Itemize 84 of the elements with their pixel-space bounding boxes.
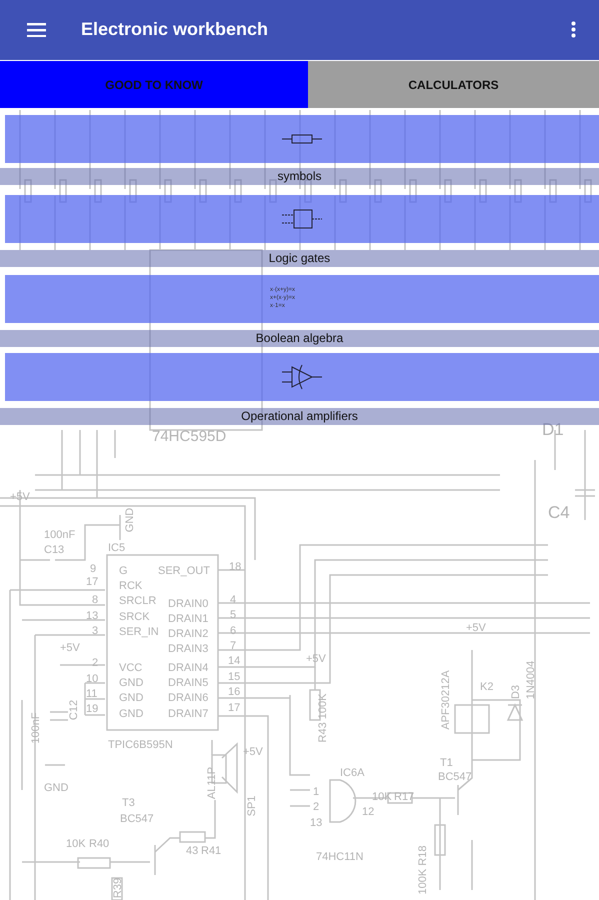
- pin-number: 2: [92, 657, 98, 669]
- part-label: D3: [510, 684, 522, 700]
- part-label: BC547: [120, 813, 154, 825]
- part-label: T3: [122, 797, 135, 809]
- part-label: 100nF: [30, 712, 42, 744]
- part-label: IC6A: [340, 767, 364, 779]
- part-label: DRAIN5: [168, 677, 208, 689]
- part-label: TPIC6B595N: [108, 739, 173, 751]
- tile-caption: Logic gates: [268, 250, 330, 267]
- pin-number: 9: [90, 563, 96, 575]
- pin-number: 17: [228, 702, 240, 714]
- part-label: 10K: [372, 791, 392, 803]
- pin-number: 12: [362, 806, 374, 818]
- part-label: DRAIN3: [168, 643, 208, 655]
- part-label: R43 100K: [317, 694, 329, 742]
- part-label: DRAIN6: [168, 692, 208, 704]
- pin-number: 11: [86, 688, 98, 700]
- pin-number: 5: [230, 609, 236, 621]
- part-label: SP1: [246, 796, 258, 816]
- part-label: IC5: [108, 542, 126, 554]
- tile-caption: symbols: [278, 168, 322, 185]
- part-label: C4: [548, 503, 570, 522]
- tile-caption: Operational amplifiers: [241, 408, 358, 425]
- part-label: 74HC11N: [316, 851, 364, 863]
- part-label: +5V: [10, 491, 30, 503]
- pin-number: 15: [228, 671, 240, 683]
- pin-number: 2: [313, 801, 320, 813]
- part-label: D1: [542, 420, 564, 439]
- part-label: T1: [440, 757, 453, 769]
- part-label: VCC: [119, 662, 142, 674]
- part-label: K2: [480, 681, 494, 693]
- part-label: R41: [201, 845, 222, 857]
- part-label: APF30212A: [440, 670, 452, 730]
- part-label: DRAIN2: [168, 628, 208, 640]
- part-label: +5V: [243, 746, 263, 758]
- part-label: DRAIN1: [168, 613, 208, 625]
- part-label: +5V: [306, 653, 326, 665]
- pin-number: 13: [310, 817, 322, 829]
- part-label: SRCK: [119, 611, 150, 623]
- part-label: 1N4004: [525, 660, 537, 700]
- part-label: GND: [119, 708, 144, 720]
- part-label: C12: [68, 700, 80, 720]
- pin-number: 6: [230, 625, 236, 637]
- tab: CALCULATORS: [308, 61, 599, 108]
- pin-number: 4: [230, 594, 236, 606]
- pin-number: 17: [86, 576, 98, 588]
- part-label: 74HC595D: [152, 428, 226, 445]
- part-label: R39: [112, 878, 124, 898]
- part-label: R17: [394, 791, 414, 803]
- part-label: BC547: [438, 771, 472, 783]
- pin-number: 18: [229, 561, 242, 573]
- pin-number: 7: [230, 640, 236, 652]
- part-label: AL11P: [206, 766, 218, 800]
- part-label: 100nF: [44, 529, 76, 541]
- part-label: 10K: [66, 838, 86, 850]
- pin-number: 8: [92, 594, 98, 606]
- pin-number: 1: [313, 786, 320, 798]
- part-label: RCK: [119, 580, 142, 592]
- pin-number: 43: [186, 845, 198, 857]
- part-label: +5V: [60, 642, 80, 654]
- pin-number: 16: [228, 686, 240, 698]
- pin-number: 14: [228, 655, 240, 667]
- part-label: G: [119, 565, 128, 577]
- part-label: DRAIN0: [168, 598, 208, 610]
- pin-number: 19: [86, 703, 98, 715]
- pin-number: 13: [86, 610, 98, 622]
- part-label: 100K R18: [417, 846, 429, 894]
- part-label: SER_IN: [119, 626, 159, 638]
- part-label: GND: [44, 782, 68, 794]
- part-label: GND: [119, 692, 144, 704]
- app-title: Electronic workbench: [81, 19, 268, 40]
- part-label: C13: [44, 544, 64, 556]
- tile-caption: Boolean algebra: [256, 330, 344, 347]
- part-label: GND: [119, 677, 144, 689]
- pin-number: 3: [92, 625, 98, 637]
- part-label: +5V: [466, 622, 486, 634]
- pin-number: 10: [86, 673, 98, 685]
- tab: GOOD TO KNOW: [0, 61, 308, 108]
- part-label: DRAIN7: [168, 708, 208, 720]
- part-label: SRCLR: [119, 595, 156, 607]
- part-label: R40: [89, 838, 110, 850]
- part-label: GND: [124, 508, 136, 532]
- part-label: DRAIN4: [168, 662, 208, 674]
- part-label: SER_OUT: [158, 565, 210, 577]
